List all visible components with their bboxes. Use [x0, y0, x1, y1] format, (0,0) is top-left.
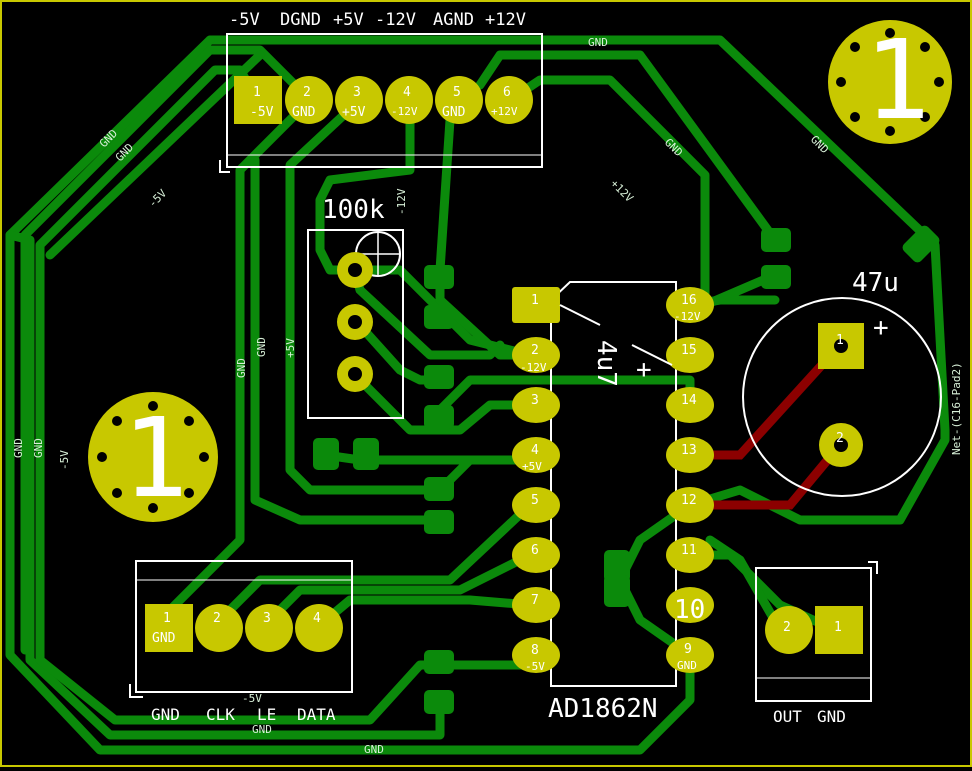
ic-pin12-num: 12 [681, 493, 697, 508]
power-connector[interactable]: -5V DGND +5V -12V AGND +12V 1 -5V 2 GND … [219, 10, 543, 173]
ic-pin2-num: 2 [531, 343, 539, 358]
ic-ref-label: AD1862N [548, 694, 658, 724]
cap-large-net-label: Net-(C16-Pad2) [950, 362, 963, 455]
power-pad6-net: +12V [491, 105, 518, 118]
output-pad2: 2 [783, 620, 791, 635]
pot-value-label: 100k [322, 195, 385, 225]
signal-connector[interactable]: 1 GND 2 3 4 GND CLK LE DATA [129, 560, 353, 724]
net-label-gnd-8: GND [32, 438, 45, 458]
power-pad2-net: GND [292, 105, 316, 120]
power-label-p5v: +5V [333, 10, 364, 30]
ic-pin5-num: 5 [531, 493, 539, 508]
output-label-out: OUT [773, 707, 802, 726]
net-label-gnd-5: GND [255, 337, 268, 357]
output-label-gnd: GND [817, 707, 846, 726]
power-pad4-net: -12V [391, 105, 418, 118]
power-label-agnd: AGND [433, 10, 474, 30]
power-pad5-num: 5 [453, 85, 461, 100]
net-label-m5v-1: -5V [146, 187, 170, 211]
ic-pin1-num: 1 [531, 293, 539, 308]
signal-pad2-num: 2 [213, 611, 221, 626]
ic-pin7-num: 7 [531, 593, 539, 608]
cap-large-value: 47u [852, 268, 899, 298]
power-pad4-num: 4 [403, 85, 411, 100]
ic-pin13-num: 13 [681, 443, 697, 458]
ic-pin11-num: 11 [681, 543, 697, 558]
power-label-m5v: -5V [229, 10, 260, 30]
signal-pad1-net: GND [152, 631, 176, 646]
output-connector[interactable]: 2 1 OUT GND [755, 561, 878, 726]
capacitor-4u7[interactable]: 4u7 + [559, 304, 673, 387]
ic-ad1862n[interactable]: AD1862N 1 2 -12V 3 4 [512, 281, 714, 724]
output-pad1: 1 [834, 620, 842, 635]
ic-pin4-net: +5V [522, 460, 542, 473]
power-pad3-num: 3 [353, 85, 361, 100]
net-label-gnd-top: GND [588, 36, 608, 49]
net-label-m5v-3: -5V [242, 692, 262, 705]
ic-pin6-num: 6 [531, 543, 539, 558]
net-label-m5v-2: -5V [58, 450, 71, 470]
ic-pin15-num: 15 [681, 343, 697, 358]
net-label-gnd-7: GND [12, 438, 25, 458]
ic-pin10-label: 10 [674, 595, 705, 625]
net-label-m12v: -12V [395, 188, 408, 215]
ic-pin16-net: -12V [674, 310, 701, 323]
mounting-hole-left: 1 [88, 392, 218, 522]
copper-traces-top [685, 340, 845, 510]
power-label-p12v: +12V [485, 10, 526, 30]
power-label-dgnd: DGND [280, 10, 321, 30]
power-pad1-net: -5V [250, 105, 274, 120]
net-label-gnd-9: GND [252, 723, 272, 736]
ic-pin14-num: 14 [681, 393, 697, 408]
mounting-hole-label: 1 [122, 394, 188, 522]
ic-pin2-net: -12V [520, 361, 547, 374]
ic-pin16-num: 16 [681, 293, 697, 308]
ic-pin9-net: GND [677, 659, 697, 672]
power-pad1-num: 1 [253, 85, 261, 100]
net-label-gnd-6: GND [235, 358, 248, 378]
ic-pin8-net: -5V [525, 660, 545, 673]
via-pads [313, 225, 940, 714]
capacitor-47u[interactable]: 1 2 47u + Net-(C16-Pad2) [742, 268, 963, 497]
cap-small-polarity: + [636, 355, 652, 385]
power-pad6-num: 6 [503, 85, 511, 100]
ic-pin3-num: 3 [531, 393, 539, 408]
cap-large-polarity: + [873, 313, 889, 343]
signal-pad3-num: 3 [263, 611, 271, 626]
cap-large-pad2: 2 [836, 431, 844, 446]
power-label-m12v: -12V [375, 10, 416, 30]
power-pad3-net: +5V [342, 105, 366, 120]
net-label-gnd-10: GND [364, 743, 384, 756]
power-pad5-net: GND [442, 105, 466, 120]
cap-large-pad1: 1 [836, 333, 844, 348]
signal-label-le: LE [257, 705, 276, 724]
ic-pin8-num: 8 [531, 643, 539, 658]
net-label-p5v: +5V [284, 338, 297, 358]
ic-pin4-num: 4 [531, 443, 539, 458]
mounting-hole-top-right: 1 [828, 16, 952, 144]
signal-pad4-num: 4 [313, 611, 321, 626]
power-pad2-num: 2 [303, 85, 311, 100]
signal-label-clk: CLK [206, 705, 235, 724]
net-label-p12v: +12V [608, 177, 636, 205]
signal-pad1-num: 1 [163, 611, 171, 626]
ic-pin9-num: 9 [684, 642, 692, 657]
signal-label-gnd: GND [151, 705, 180, 724]
mounting-hole-label: 1 [864, 16, 930, 144]
potentiometer-100k[interactable]: 100k [307, 195, 404, 419]
signal-label-data: DATA [297, 705, 336, 724]
cap-small-value: 4u7 [591, 340, 621, 387]
